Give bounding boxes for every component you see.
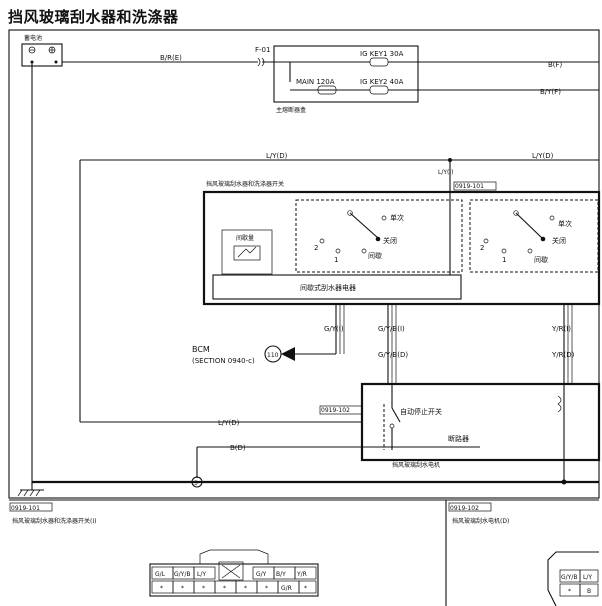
intermittent-control[interactable] bbox=[233, 245, 261, 261]
wiper-lever-1[interactable] bbox=[349, 212, 379, 239]
wire-yr-i-label: Y/R(I) bbox=[551, 325, 571, 333]
motor-coil-icon bbox=[557, 395, 562, 413]
bl-connector-body bbox=[149, 563, 319, 597]
bl-pin-top-3: L/Y bbox=[197, 571, 206, 578]
motor-label: 挡风玻璃刮水电机 bbox=[392, 461, 440, 469]
bl-pin-top-2: G/Y/B bbox=[174, 571, 190, 578]
battery-label: 蓄电池 bbox=[24, 34, 42, 42]
wire-b-f-label: B(F) bbox=[548, 61, 563, 69]
ground-icon bbox=[17, 489, 44, 497]
diagram-frame bbox=[8, 29, 600, 499]
motor-connector-tag: 0919-102 bbox=[321, 407, 350, 414]
bcm-pin: 110 bbox=[267, 352, 279, 359]
fuse-ig-key1[interactable] bbox=[369, 57, 389, 67]
battery[interactable]: 蓄电池 bbox=[21, 34, 63, 67]
single-label-1: 单次 bbox=[390, 213, 404, 222]
breaker-label: 断路器 bbox=[448, 434, 469, 443]
bcm-connection[interactable]: BCM (SECTION 0940-c) 110 bbox=[192, 345, 295, 365]
off-label-1: 关闭 bbox=[383, 236, 397, 245]
wiper-switch-assembly: 挡风玻璃刮水器和洗涤器开关 间歇量 单次 关闭 2 1 间歇 单次 关闭 2 1… bbox=[202, 180, 601, 306]
blank-pin-icon bbox=[221, 564, 241, 579]
wire-br-e-label: B/R(E) bbox=[160, 54, 182, 62]
switch-connector-tag: 0919-101 bbox=[455, 183, 484, 190]
br-pin-bot-1: * bbox=[568, 588, 571, 595]
auto-stop-label: 自动停止开关 bbox=[400, 407, 442, 416]
fuse-main-label: MAIN 120A bbox=[296, 78, 335, 86]
fuse-f01-label: F-01 bbox=[255, 46, 270, 54]
wire-yr-d-label: Y/R(D) bbox=[551, 351, 575, 359]
bl-pin-top-1: G/L bbox=[155, 571, 166, 578]
bl-pin-bot-5: * bbox=[244, 585, 247, 592]
connector-panel-left: 0919-101 挡风玻璃刮水器和洗涤器开关(I) G/L G/Y/B L/Y … bbox=[9, 502, 319, 597]
pos-2-label-1: 2 bbox=[314, 244, 318, 252]
wire-gy-i-label: G/Y(I) bbox=[324, 325, 344, 333]
br-label: 挡风玻璃刮水电机(D) bbox=[452, 517, 509, 525]
bl-pin-bot-6: * bbox=[265, 585, 268, 592]
auto-stop-switch[interactable] bbox=[391, 407, 401, 423]
off-label-2: 关闭 bbox=[552, 236, 566, 245]
inter-label-1: 间歇 bbox=[368, 251, 382, 260]
intermittent-label: 间歇量 bbox=[236, 234, 254, 242]
wire-ly-d2-label: L/Y(D) bbox=[532, 152, 554, 160]
br-connector-tag: 0919-102 bbox=[450, 505, 479, 512]
fuse-main[interactable] bbox=[317, 85, 337, 95]
wire-ly-i-label: L/Y(I) bbox=[438, 169, 453, 176]
wire-gyb-i-label: G/Y/B(I) bbox=[378, 325, 405, 333]
main-fuse-box: F-01 IG KEY1 30A IG KEY2 40A MAIN 120A 主… bbox=[255, 45, 419, 114]
bl-pin-top-7: Y/R bbox=[296, 571, 307, 578]
bl-pin-bot-1: * bbox=[160, 585, 163, 592]
bl-pin-top-5: G/Y bbox=[256, 571, 267, 578]
pos-1-label-2: 1 bbox=[502, 256, 506, 264]
wire-b-d-label: B(D) bbox=[230, 444, 246, 452]
bcm-section: (SECTION 0940-c) bbox=[192, 357, 255, 365]
connector-panel-right: 0919-102 挡风玻璃刮水电机(D) G/Y/B L/Y * B bbox=[448, 502, 599, 606]
inter-label-2: 间歇 bbox=[534, 255, 548, 264]
wiper-lever-2[interactable] bbox=[515, 212, 543, 239]
br-pin-top-1: G/Y/B bbox=[561, 574, 577, 581]
bcm-name: BCM bbox=[192, 345, 210, 354]
bl-pin-bot-3: * bbox=[202, 585, 205, 592]
pos-2-label-2: 2 bbox=[480, 244, 484, 252]
wiper-motor-assembly: 0919-102 自动停止开关 断路器 挡风玻璃刮水电机 bbox=[319, 382, 601, 469]
intermittent-relay bbox=[212, 274, 462, 300]
br-pin-top-2: L/Y bbox=[583, 574, 592, 581]
wire-by-f-label: B/Y(F) bbox=[540, 88, 561, 96]
fuse-ig-key1-label: IG KEY1 30A bbox=[360, 50, 404, 58]
wire-ly-d-label: L/Y(D) bbox=[266, 152, 288, 160]
bl-pin-bot-8: * bbox=[304, 585, 307, 592]
fuse-ig-key2-label: IG KEY2 40A bbox=[360, 78, 404, 86]
fuse-box-label: 主熔断器盒 bbox=[276, 106, 306, 114]
fuse-ig-key2[interactable] bbox=[369, 85, 389, 95]
bl-pin-bot-2: * bbox=[181, 585, 184, 592]
bl-pin-top-6: B/Y bbox=[276, 571, 286, 578]
bl-connector-tag: 0919-101 bbox=[11, 505, 40, 512]
bl-pin-bot-4: * bbox=[223, 585, 226, 592]
pos-1-label-1: 1 bbox=[334, 256, 338, 264]
single-label-2: 单次 bbox=[558, 219, 572, 228]
ground-ref-num: 3 bbox=[194, 480, 198, 487]
br-connector-body bbox=[547, 551, 599, 606]
bl-label: 挡风玻璃刮水器和洗涤器开关(I) bbox=[12, 517, 96, 525]
br-pin-bot-2: B bbox=[587, 588, 591, 595]
page-title: 挡风玻璃刮水器和洗涤器 bbox=[8, 8, 179, 26]
bl-pin-bot-7: G/R bbox=[281, 585, 292, 592]
wire-ly-d3-label: L/Y(D) bbox=[218, 419, 240, 427]
switch-label: 挡风玻璃刮水器和洗涤器开关 bbox=[206, 180, 284, 188]
relay-label: 间歇式刮水器电器 bbox=[300, 283, 356, 292]
switch-output-wires: G/Y(I) G/Y/B(I) G/Y/B(D) Y/R(I) Y/R(D) bbox=[290, 304, 575, 384]
wire-gyb-d-label: G/Y/B(D) bbox=[378, 351, 408, 359]
